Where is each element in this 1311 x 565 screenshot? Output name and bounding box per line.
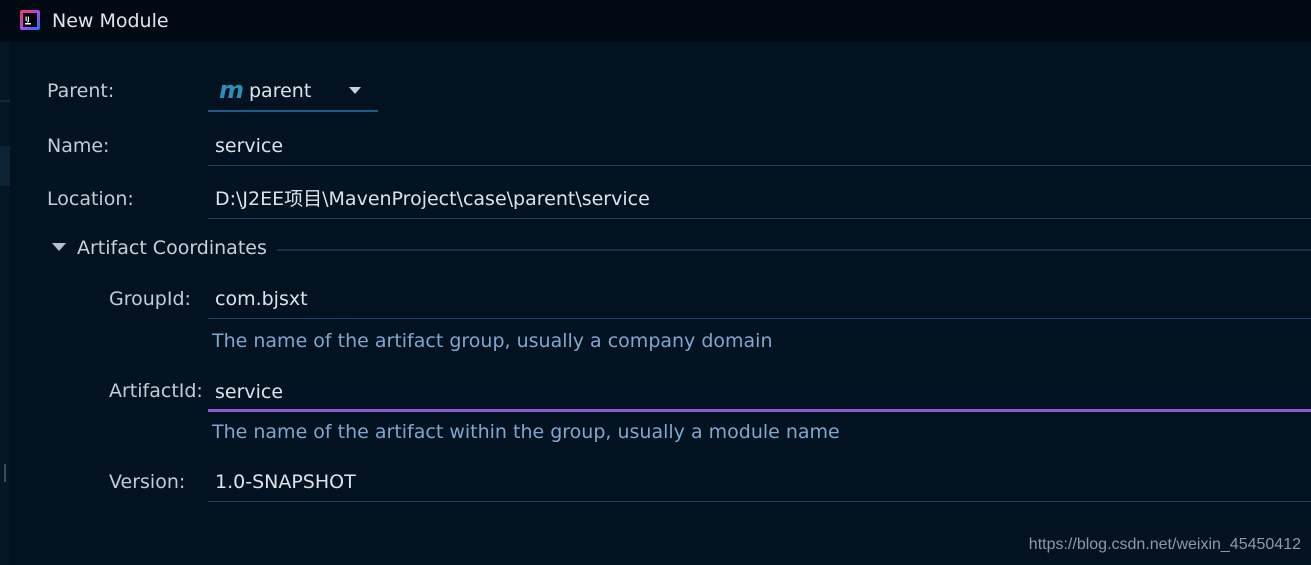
group-id-hint: The name of the artifact group, usually … <box>212 330 773 352</box>
artifact-id-label: ArtifactId: <box>109 380 203 402</box>
name-field[interactable]: service <box>208 127 1311 166</box>
version-field[interactable]: 1.0-SNAPSHOT <box>208 463 1311 502</box>
parent-select[interactable]: m parent <box>208 72 378 112</box>
section-divider <box>277 249 1311 251</box>
window-title: New Module <box>52 10 169 32</box>
title-bar: IJ New Module <box>0 0 1311 42</box>
name-label: Name: <box>47 135 110 157</box>
location-label: Location: <box>47 188 134 210</box>
artifact-id-field-value: service <box>215 381 284 403</box>
svg-text:IJ: IJ <box>25 16 29 23</box>
location-field-value: D:\J2EE项目\MavenProject\case\parent\servi… <box>215 188 650 210</box>
parent-select-value: parent <box>249 80 312 102</box>
artifact-id-hint: The name of the artifact within the grou… <box>212 421 840 443</box>
group-id-label: GroupId: <box>109 288 191 310</box>
left-edge-divider <box>0 100 10 102</box>
name-field-value: service <box>215 135 284 157</box>
watermark: https://blog.csdn.net/weixin_45450412 <box>1028 536 1301 553</box>
artifact-id-field[interactable]: service <box>208 373 1311 412</box>
left-edge-panel <box>0 42 10 565</box>
version-label: Version: <box>109 471 186 493</box>
artifact-coordinates-header[interactable]: Artifact Coordinates <box>77 237 267 259</box>
left-edge-handle[interactable] <box>4 464 6 482</box>
chevron-down-icon[interactable] <box>349 87 361 94</box>
group-id-field-value: com.bjsxt <box>215 288 308 310</box>
collapse-triangle-icon[interactable] <box>52 243 66 251</box>
parent-label: Parent: <box>47 80 115 102</box>
version-field-value: 1.0-SNAPSHOT <box>215 471 356 493</box>
group-id-field[interactable]: com.bjsxt <box>208 280 1311 319</box>
intellij-idea-icon: IJ <box>20 10 40 30</box>
maven-module-icon: m <box>219 76 245 104</box>
left-edge-highlight <box>0 146 10 186</box>
location-field[interactable]: D:\J2EE项目\MavenProject\case\parent\servi… <box>208 180 1311 219</box>
